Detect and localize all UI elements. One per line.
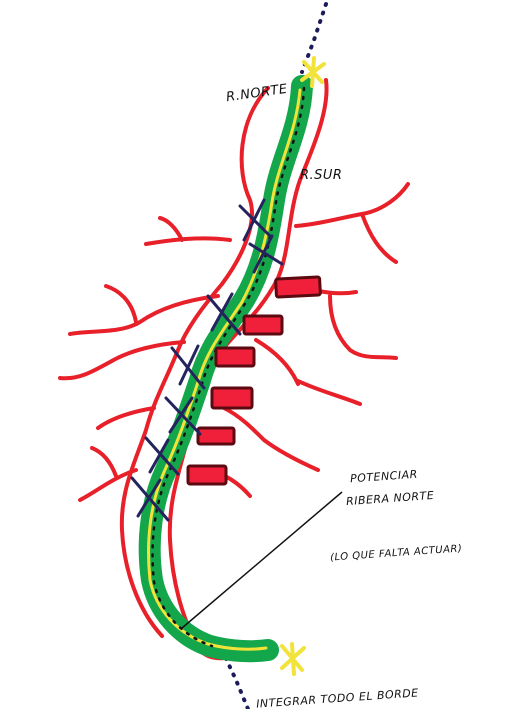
tributary-w3: [60, 342, 184, 378]
star-marker-icon: [282, 644, 304, 674]
river-banks: [60, 80, 408, 658]
block-2: [244, 316, 282, 334]
tributary-w2: [70, 286, 218, 334]
south-bank-label: R.SUR: [300, 168, 342, 183]
tributary-w1: [146, 218, 230, 244]
tributary-e3: [256, 340, 360, 404]
block-1: [276, 277, 321, 297]
tributary-w5: [80, 448, 136, 500]
block-4: [212, 388, 252, 408]
tributary-e4: [224, 408, 318, 470]
tributary-e1: [296, 184, 408, 262]
block-5: [198, 428, 234, 444]
leader-line: [182, 492, 342, 628]
block-3: [216, 348, 254, 366]
block-6: [188, 466, 226, 484]
